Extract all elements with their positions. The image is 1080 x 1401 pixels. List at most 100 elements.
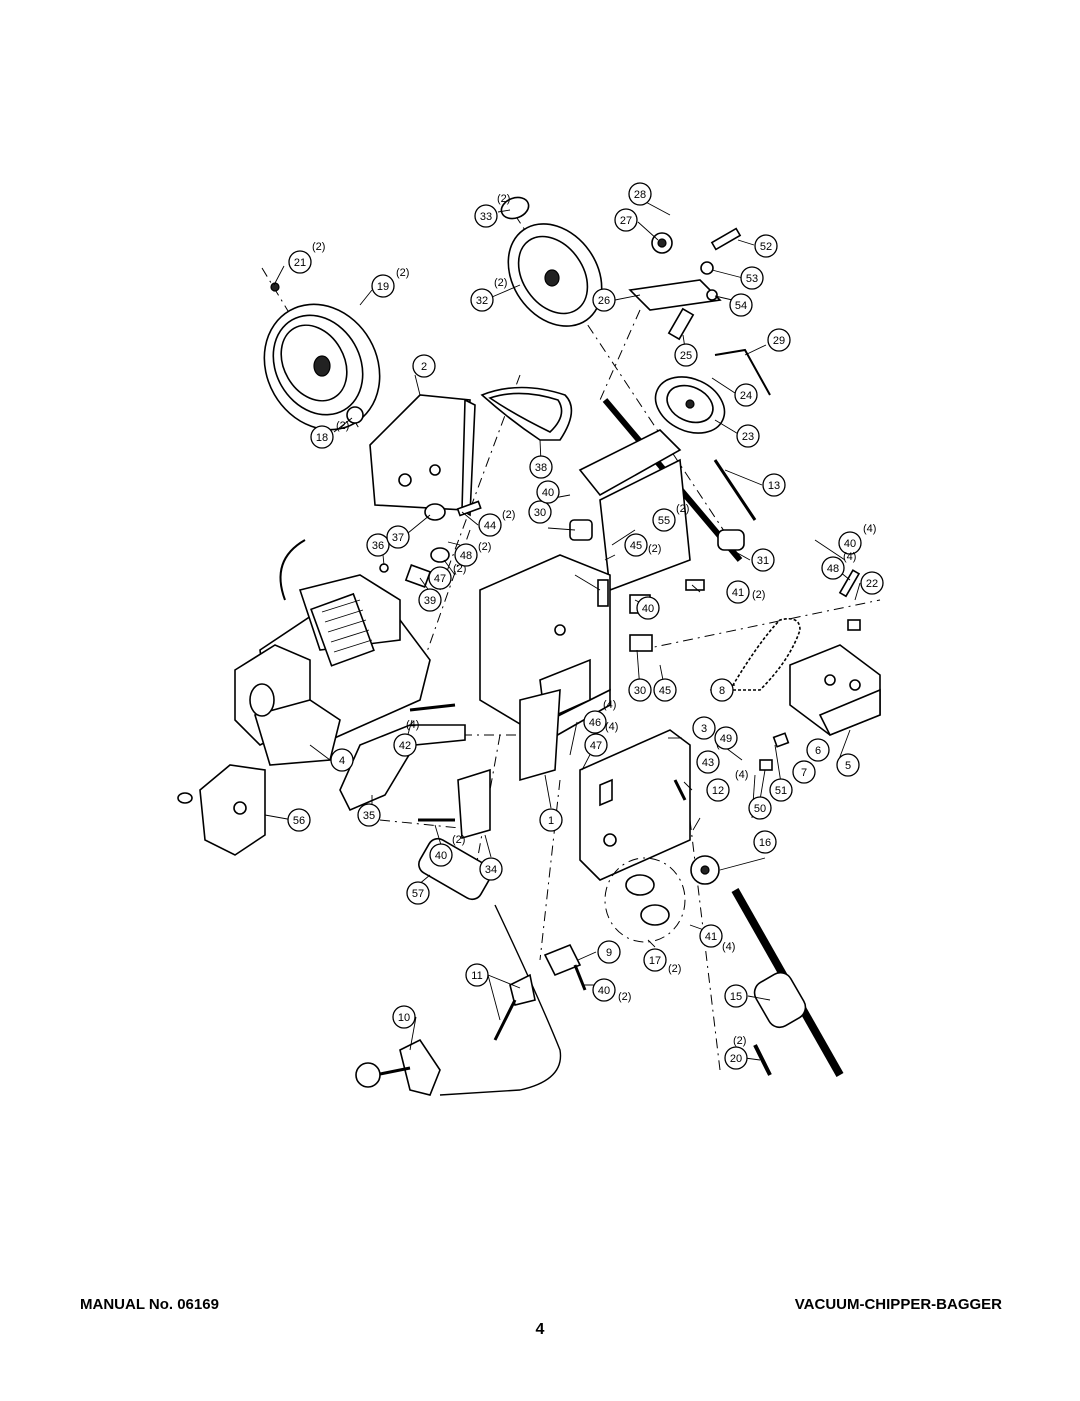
gearbox-5 [789,644,881,737]
svg-text:9: 9 [606,947,612,959]
svg-text:38: 38 [535,462,547,474]
wheel-32 [500,196,603,327]
svg-text:(2): (2) [478,541,491,553]
svg-text:49: 49 [720,733,732,745]
callout-40-b: 40 [636,596,660,620]
svg-text:(4): (4) [603,699,616,711]
svg-text:(2): (2) [396,267,409,279]
svg-text:35: 35 [363,810,375,822]
svg-text:19: 19 [377,281,389,293]
callout-18: 18(2) [310,420,349,449]
callout-25: 25 [674,343,698,367]
callout-3: 3 [692,716,716,740]
callout-52: 52 [754,234,778,258]
svg-text:17: 17 [649,955,661,967]
svg-text:37: 37 [392,532,404,544]
chain-8 [728,617,801,691]
callout-13: 13 [762,473,786,497]
svg-text:34: 34 [485,864,497,876]
svg-text:21: 21 [294,257,306,269]
shaft-assembly [578,307,771,592]
svg-text:25: 25 [680,350,692,362]
bracket-9 [543,943,582,977]
callout-30-lower: 30 [628,678,652,702]
callout-4: 4 [330,748,354,772]
pulley-23 [654,376,726,434]
callout-36: 36 [366,533,390,557]
callout-11: 11 [465,963,489,987]
callout-32: 32 (2) [470,277,507,312]
shaft-15 [731,888,844,1077]
callout-51: 51 [769,778,793,802]
svg-text:(4): (4) [406,719,419,731]
svg-text:(2): (2) [494,277,507,289]
callout-40-a: 40 [536,480,560,504]
svg-text:23: 23 [742,431,754,443]
sprocket-16 [690,855,720,885]
cover-56 [177,764,266,856]
svg-text:15: 15 [730,991,742,1003]
svg-text:40: 40 [435,850,447,862]
callout-1: 1 [539,808,563,832]
callout-27: 27 [614,208,638,232]
svg-text:(2): (2) [733,1035,746,1047]
engine-4 [234,539,431,766]
svg-text:39: 39 [424,595,436,607]
svg-text:36: 36 [372,540,384,552]
svg-text:(2): (2) [452,834,465,846]
svg-text:45: 45 [659,685,671,697]
callout-38: 38 [529,455,553,479]
svg-text:45: 45 [630,540,642,552]
svg-text:3: 3 [701,723,707,735]
svg-text:(4): (4) [605,721,618,733]
svg-text:33: 33 [480,211,492,223]
svg-text:22: 22 [866,578,878,590]
svg-text:(2): (2) [648,543,661,555]
control-lever-10 [355,904,562,1096]
callout-7: 7 [792,760,816,784]
svg-text:44: 44 [484,520,496,532]
svg-text:(2): (2) [676,503,689,515]
svg-text:32: 32 [476,295,488,307]
callout-16: 16 [753,830,777,854]
svg-text:13: 13 [768,480,780,492]
callout-40-d: 40(2) [592,978,631,1003]
svg-text:16: 16 [759,837,771,849]
callout-8: 8 [710,678,734,702]
svg-text:(2): (2) [497,193,510,205]
svg-text:52: 52 [760,241,772,253]
pulley-19 [263,282,381,431]
svg-text:(4): (4) [735,769,748,781]
svg-text:1: 1 [548,815,554,827]
callout-57: 57 [406,881,430,905]
callout-30-upper: 30 [528,500,552,524]
svg-text:42: 42 [399,740,411,752]
svg-text:31: 31 [757,555,769,567]
callout-40-c: 40 (2) [429,834,465,867]
svg-text:53: 53 [746,273,758,285]
product-name: VACUUM-CHIPPER-BAGGER [794,1296,1002,1313]
callout-24: 24 [734,383,758,407]
svg-text:40: 40 [844,538,856,550]
callout-55: 55(2) [652,503,689,532]
svg-text:29: 29 [773,335,785,347]
svg-text:48: 48 [460,550,472,562]
small-hardware [379,500,861,991]
svg-text:51: 51 [775,785,787,797]
callout-22: 22 [860,571,884,595]
callout-33: 33 (2) [474,193,510,228]
callout-37: 37 [386,525,410,549]
disc-17 [604,857,686,943]
svg-text:26: 26 [598,295,610,307]
callout-26: 26 [592,288,616,312]
svg-text:(2): (2) [312,241,325,253]
callout-50: 50 [748,796,772,820]
callout-44: 44(2) [478,509,515,537]
svg-text:28: 28 [634,189,646,201]
svg-text:50: 50 [754,803,766,815]
callout-49: 49 [714,726,738,750]
svg-text:54: 54 [735,300,747,312]
callout-23: 23 [736,424,760,448]
svg-text:6: 6 [815,745,821,757]
svg-text:20: 20 [730,1053,742,1065]
